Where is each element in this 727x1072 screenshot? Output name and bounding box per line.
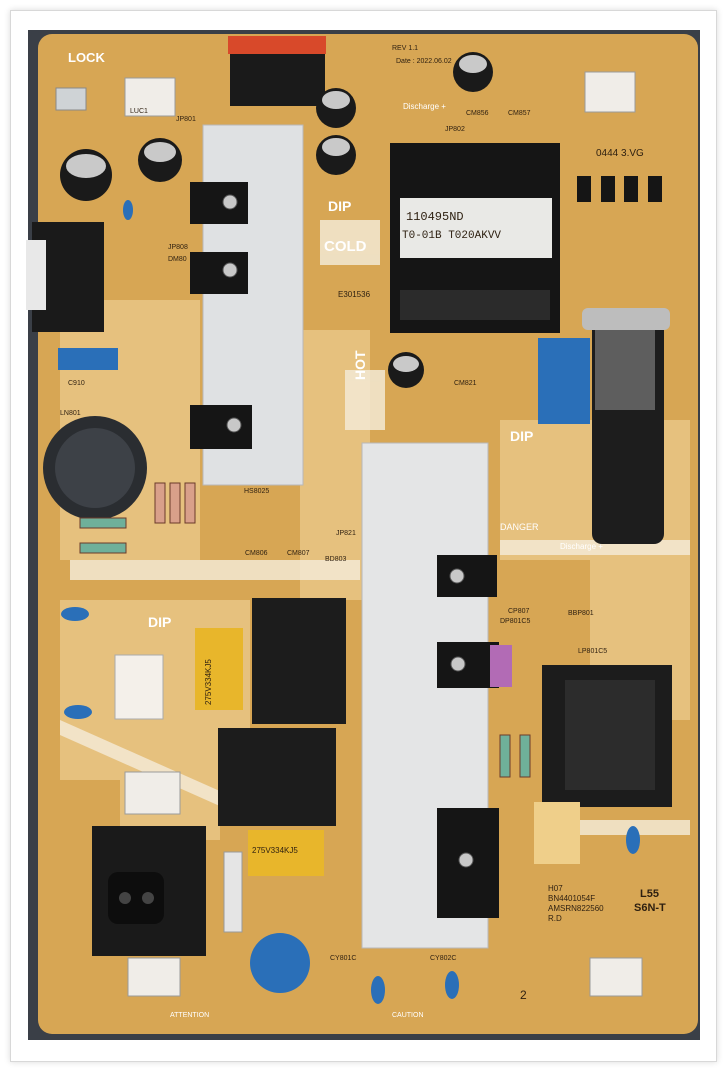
hs-label: HS8025 (244, 488, 270, 495)
lock-label: LOCK (68, 50, 105, 65)
diode-row (577, 176, 662, 202)
jp808-label: JP808 (168, 244, 188, 251)
lp801c5-label: LP801C5 (578, 648, 608, 655)
cy802-label: CY802C (430, 955, 457, 962)
attention-label: ATTENTION (170, 1012, 210, 1019)
dip-left-label: DIP (148, 614, 172, 630)
bbp801-label: BBP801 (568, 610, 594, 617)
transformer-text-2: T0-01B T020AKVV (402, 230, 502, 242)
date-label: Date : 2022.06.02 (396, 58, 452, 65)
model-s6n: S6N-T (634, 902, 666, 914)
ul-mark: E301536 (338, 290, 371, 299)
resistors (79, 482, 531, 778)
model-l55: L55 (640, 888, 659, 900)
voltage-top-label: 0444 3.VG (596, 148, 644, 159)
mosfet-1 (190, 182, 248, 224)
bottom-label-3: AMSRN822560 (548, 904, 604, 913)
cm821-label: CM821 (454, 380, 477, 387)
dm80-label: DM80 (168, 256, 187, 263)
blue-x-capacitor (538, 338, 590, 424)
cm857-label: CM857 (508, 110, 531, 117)
luc1-label: LUC1 (130, 108, 148, 115)
cold-label: COLD (324, 238, 367, 255)
bottom-label-4: R.D (548, 914, 562, 923)
mosfet-5 (437, 642, 499, 688)
clip-top-right (584, 71, 636, 113)
cap-y-label-2: 275V334KJ5 (252, 846, 298, 855)
jp801-label: JP801 (176, 116, 196, 123)
top-connector-red (228, 36, 326, 54)
cp807-label: CP807 (508, 608, 530, 615)
ceramic-resistor (114, 654, 164, 720)
ln801-label: LN801 (60, 410, 81, 417)
mosfet-2 (190, 252, 248, 294)
silk-screen-bands (60, 220, 690, 835)
caution-label: CAUTION (392, 1012, 424, 1019)
c910-label: C910 (68, 380, 85, 387)
small-blue-caps (58, 200, 640, 1004)
cm856-label: CM856 (466, 110, 489, 117)
choke-1 (252, 598, 346, 724)
bd803-label: BD803 (325, 556, 347, 563)
dip-top-label: DIP (328, 198, 352, 214)
cy801-label: CY801C (330, 955, 357, 962)
number-two: 2 (520, 988, 527, 1002)
jp802-label: JP802 (445, 126, 465, 133)
beige-cap (534, 802, 580, 864)
fuse (223, 851, 243, 933)
dip-mid-label: DIP (510, 428, 534, 444)
cap-y-label: 275V334KJ5 (204, 659, 213, 705)
top-connector (230, 44, 325, 106)
yellow-cap-2 (248, 830, 324, 876)
mosfet-3 (190, 405, 252, 449)
cm807-label: CM807 (287, 550, 310, 557)
mosfet-4 (437, 555, 497, 597)
discharge-mid-label: Discharge + (560, 542, 603, 551)
lock-clip-left (55, 87, 87, 111)
cm806-label: CM806 (245, 550, 268, 557)
jp821-label: JP821 (336, 530, 356, 537)
clip-bottom-left (124, 771, 181, 815)
bottom-label-1: H07 (548, 884, 563, 893)
yellow-cap-1 (195, 628, 243, 710)
clip-bottom-right (589, 957, 643, 997)
choke-2 (218, 728, 336, 826)
bulk-capacitor-top (582, 308, 670, 330)
transformer-label (400, 198, 552, 258)
clip-bottom-mid (127, 957, 181, 997)
discharge-top-label: Discharge + (403, 102, 446, 111)
varistor (250, 933, 310, 993)
dp801c5-label: DP801C5 (500, 618, 531, 625)
purple-component (490, 645, 512, 687)
rev-label: REV 1.1 (392, 45, 419, 52)
clip-top-left (124, 77, 176, 117)
danger-label: DANGER (500, 522, 539, 532)
transformer-text-1: 110495ND (406, 210, 464, 224)
hot-label: HOT (352, 350, 368, 380)
bottom-label-2: BN4401054F (548, 894, 596, 903)
